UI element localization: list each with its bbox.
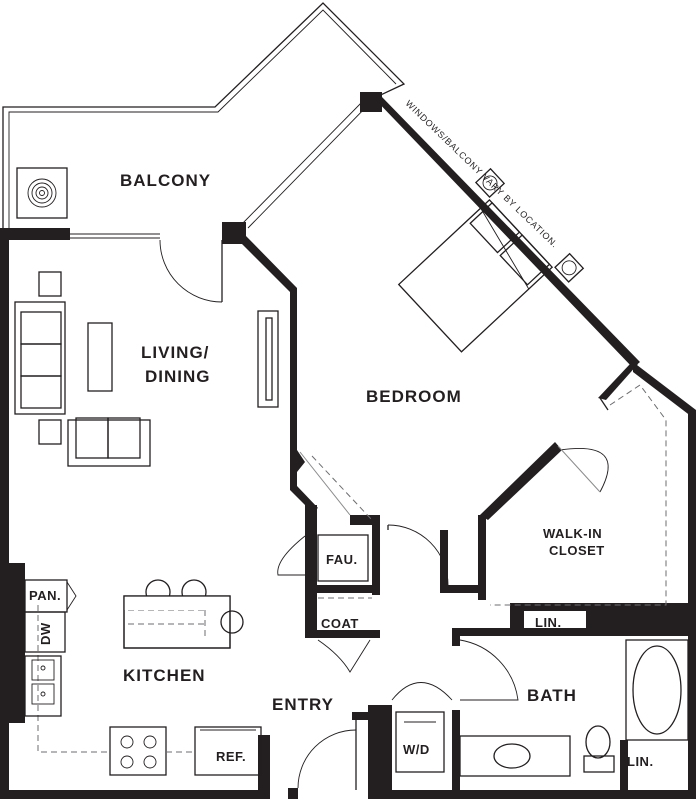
balcony-outline bbox=[2, 2, 406, 239]
bath-label: BATH bbox=[527, 686, 577, 705]
washer-dryer-label: W/D bbox=[403, 742, 430, 757]
coat-label: COAT bbox=[321, 616, 359, 631]
bed bbox=[397, 167, 585, 353]
fau-closet bbox=[317, 534, 372, 599]
hvac-unit bbox=[16, 167, 68, 219]
walk-in-closet-label-1: WALK-IN bbox=[543, 526, 602, 541]
doors bbox=[159, 239, 609, 790]
kitchen-fixtures bbox=[24, 579, 262, 776]
entry-label: ENTRY bbox=[272, 695, 334, 714]
dishwasher-label: DW bbox=[38, 622, 53, 645]
refrigerator-label: REF. bbox=[216, 749, 246, 764]
living-furniture bbox=[14, 271, 279, 467]
kitchen-label: KITCHEN bbox=[123, 666, 206, 685]
living-dining-label-1: LIVING/ bbox=[141, 343, 209, 362]
living-dining-label-2: DINING bbox=[145, 367, 211, 386]
fau-label: FAU. bbox=[326, 552, 358, 567]
linen-bath-label: LIN. bbox=[535, 615, 562, 630]
windows-balcony-note: WINDOWS/BALCONY VARY BY LOCATION. bbox=[404, 98, 561, 250]
walls bbox=[0, 92, 696, 799]
closet-shelves bbox=[490, 384, 667, 606]
walk-in-closet-label-2: CLOSET bbox=[549, 543, 605, 558]
balcony-label: BALCONY bbox=[120, 171, 211, 190]
bedroom-label: BEDROOM bbox=[366, 387, 462, 406]
linen-corner-label: LIN. bbox=[627, 754, 654, 769]
pantry-label: PAN. bbox=[29, 588, 61, 603]
bath-fixtures bbox=[395, 639, 689, 777]
